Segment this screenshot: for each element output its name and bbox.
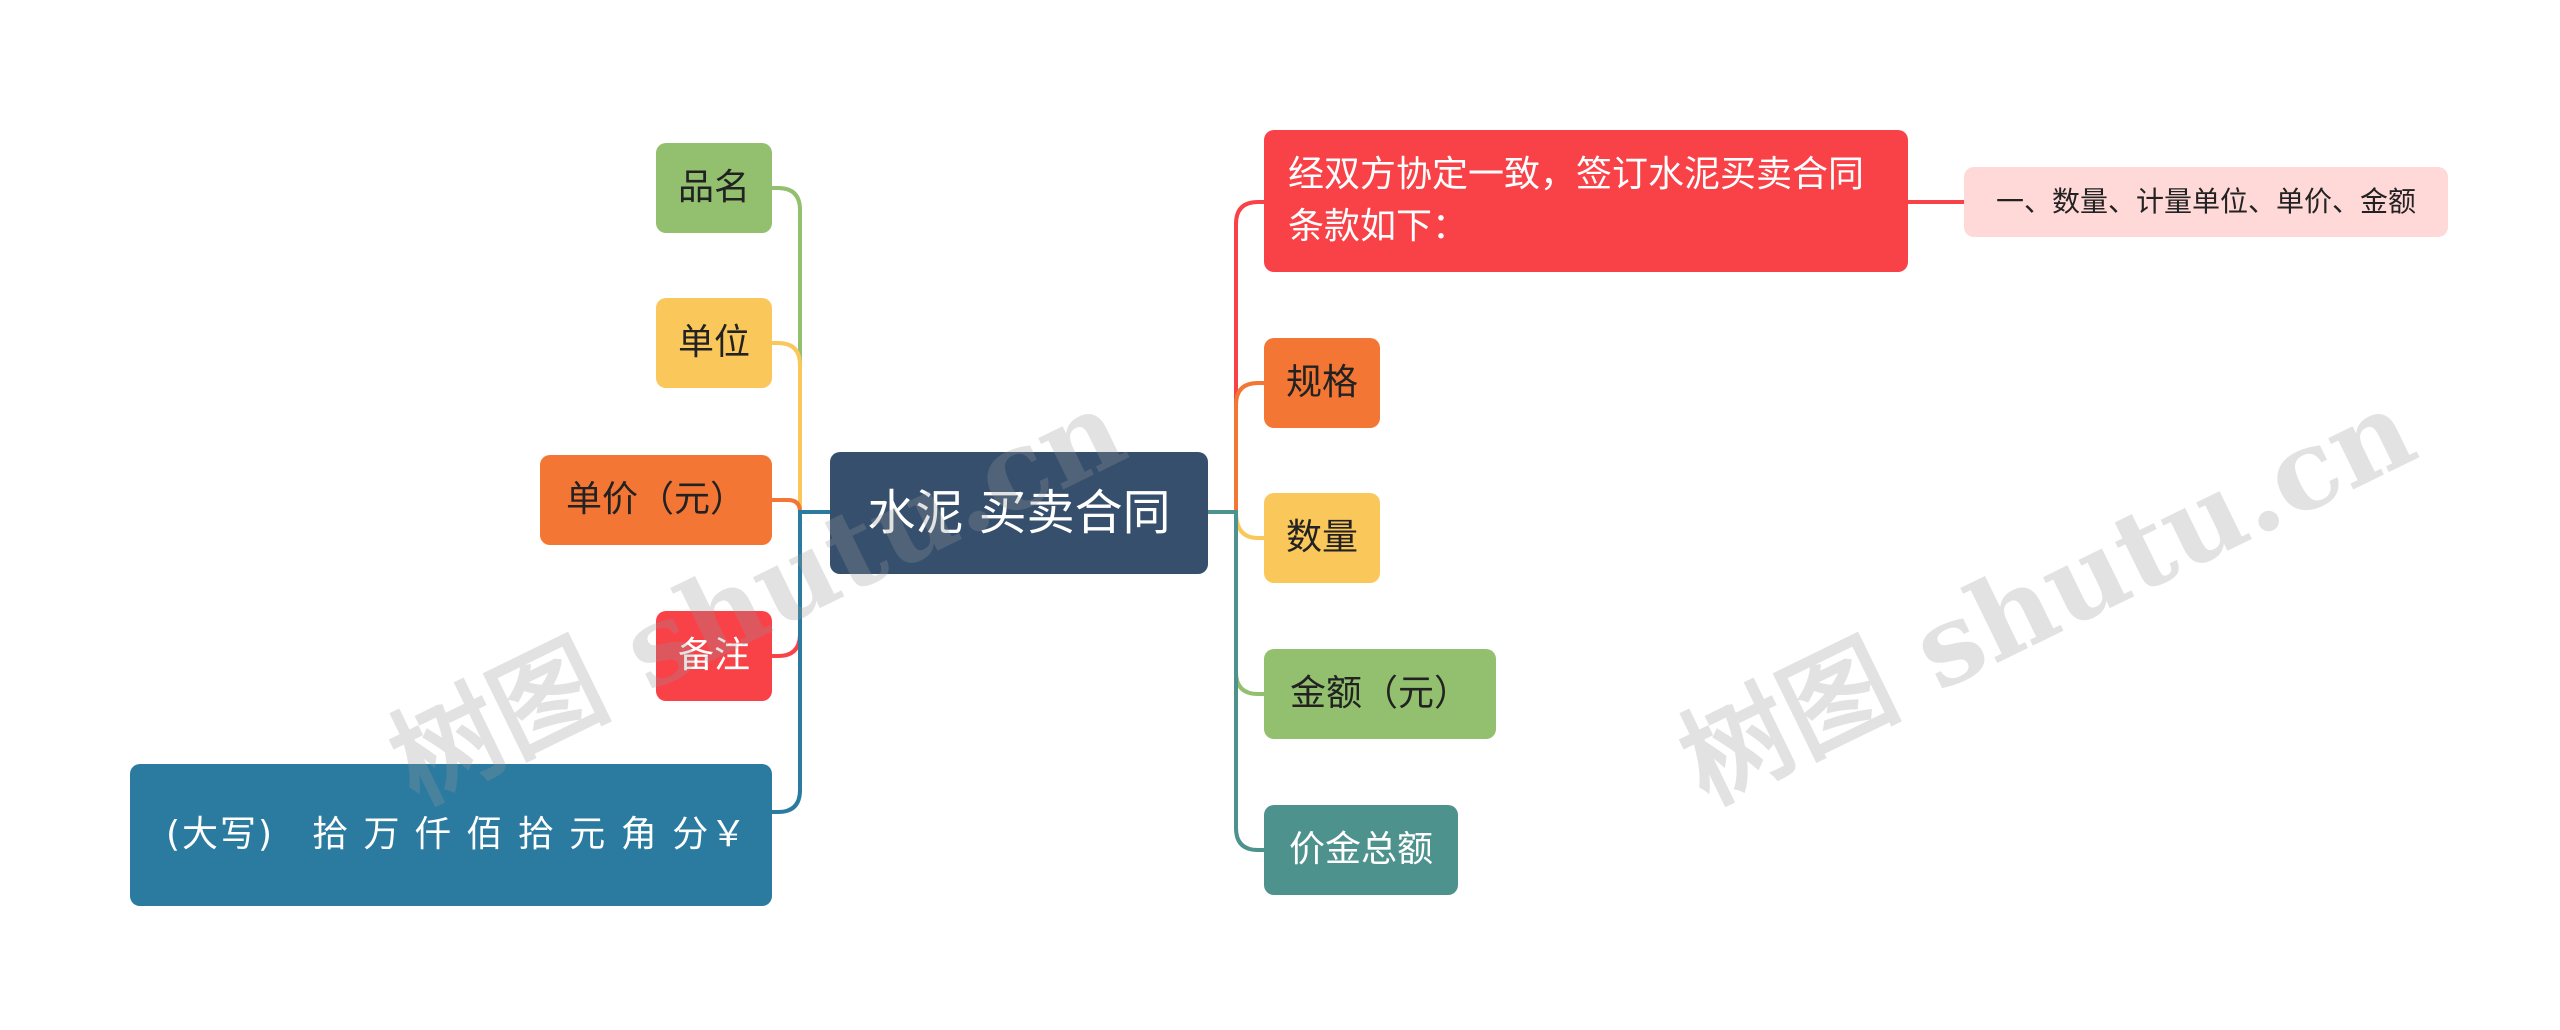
node-label: (大写) 拾 万 仟 佰 拾 元 角 分￥ — [166, 814, 749, 855]
node-label: 单价（元） — [565, 479, 746, 520]
node-label: 经双方协定一致，签订水泥买卖合同条款如下： — [1288, 154, 1865, 247]
node-label: 数量 — [1285, 517, 1358, 558]
node-danwei[interactable]: 单位 — [656, 298, 772, 388]
node-pinming[interactable]: 品名 — [656, 143, 772, 233]
node-label: 价金总额 — [1288, 829, 1433, 870]
node-jine[interactable]: 金额（元） — [1264, 649, 1496, 739]
node-label: 一、数量、计量单位、单价、金额 — [1995, 185, 2416, 218]
root-label: 水泥 买卖合同 — [867, 485, 1171, 541]
connector-guige — [1206, 381, 1266, 514]
node-label: 单位 — [677, 322, 750, 363]
node-jiajin[interactable]: 价金总额 — [1264, 805, 1458, 895]
connector-danwei — [770, 341, 830, 514]
node-shuliang[interactable]: 数量 — [1264, 493, 1380, 583]
node-beizhu[interactable]: 备注 — [656, 611, 772, 701]
node-label: 品名 — [677, 167, 750, 208]
connector-daxie — [770, 510, 830, 814]
node-label: 备注 — [677, 635, 750, 676]
root-node[interactable]: 水泥 买卖合同 — [830, 452, 1208, 574]
node-guige[interactable]: 规格 — [1264, 338, 1380, 428]
node-label: 规格 — [1285, 362, 1358, 403]
node-daxie[interactable]: (大写) 拾 万 仟 佰 拾 元 角 分￥ — [130, 764, 772, 906]
node-danjia[interactable]: 单价（元） — [540, 455, 772, 545]
connector-jingshuangfang — [1206, 200, 1266, 514]
node-tiaokuan1[interactable]: 一、数量、计量单位、单价、金额 — [1964, 167, 2448, 237]
node-jingshuangfang[interactable]: 经双方协定一致，签订水泥买卖合同条款如下： — [1264, 130, 1908, 272]
node-label: 金额（元） — [1289, 673, 1470, 714]
connector-jiajin — [1206, 510, 1266, 852]
